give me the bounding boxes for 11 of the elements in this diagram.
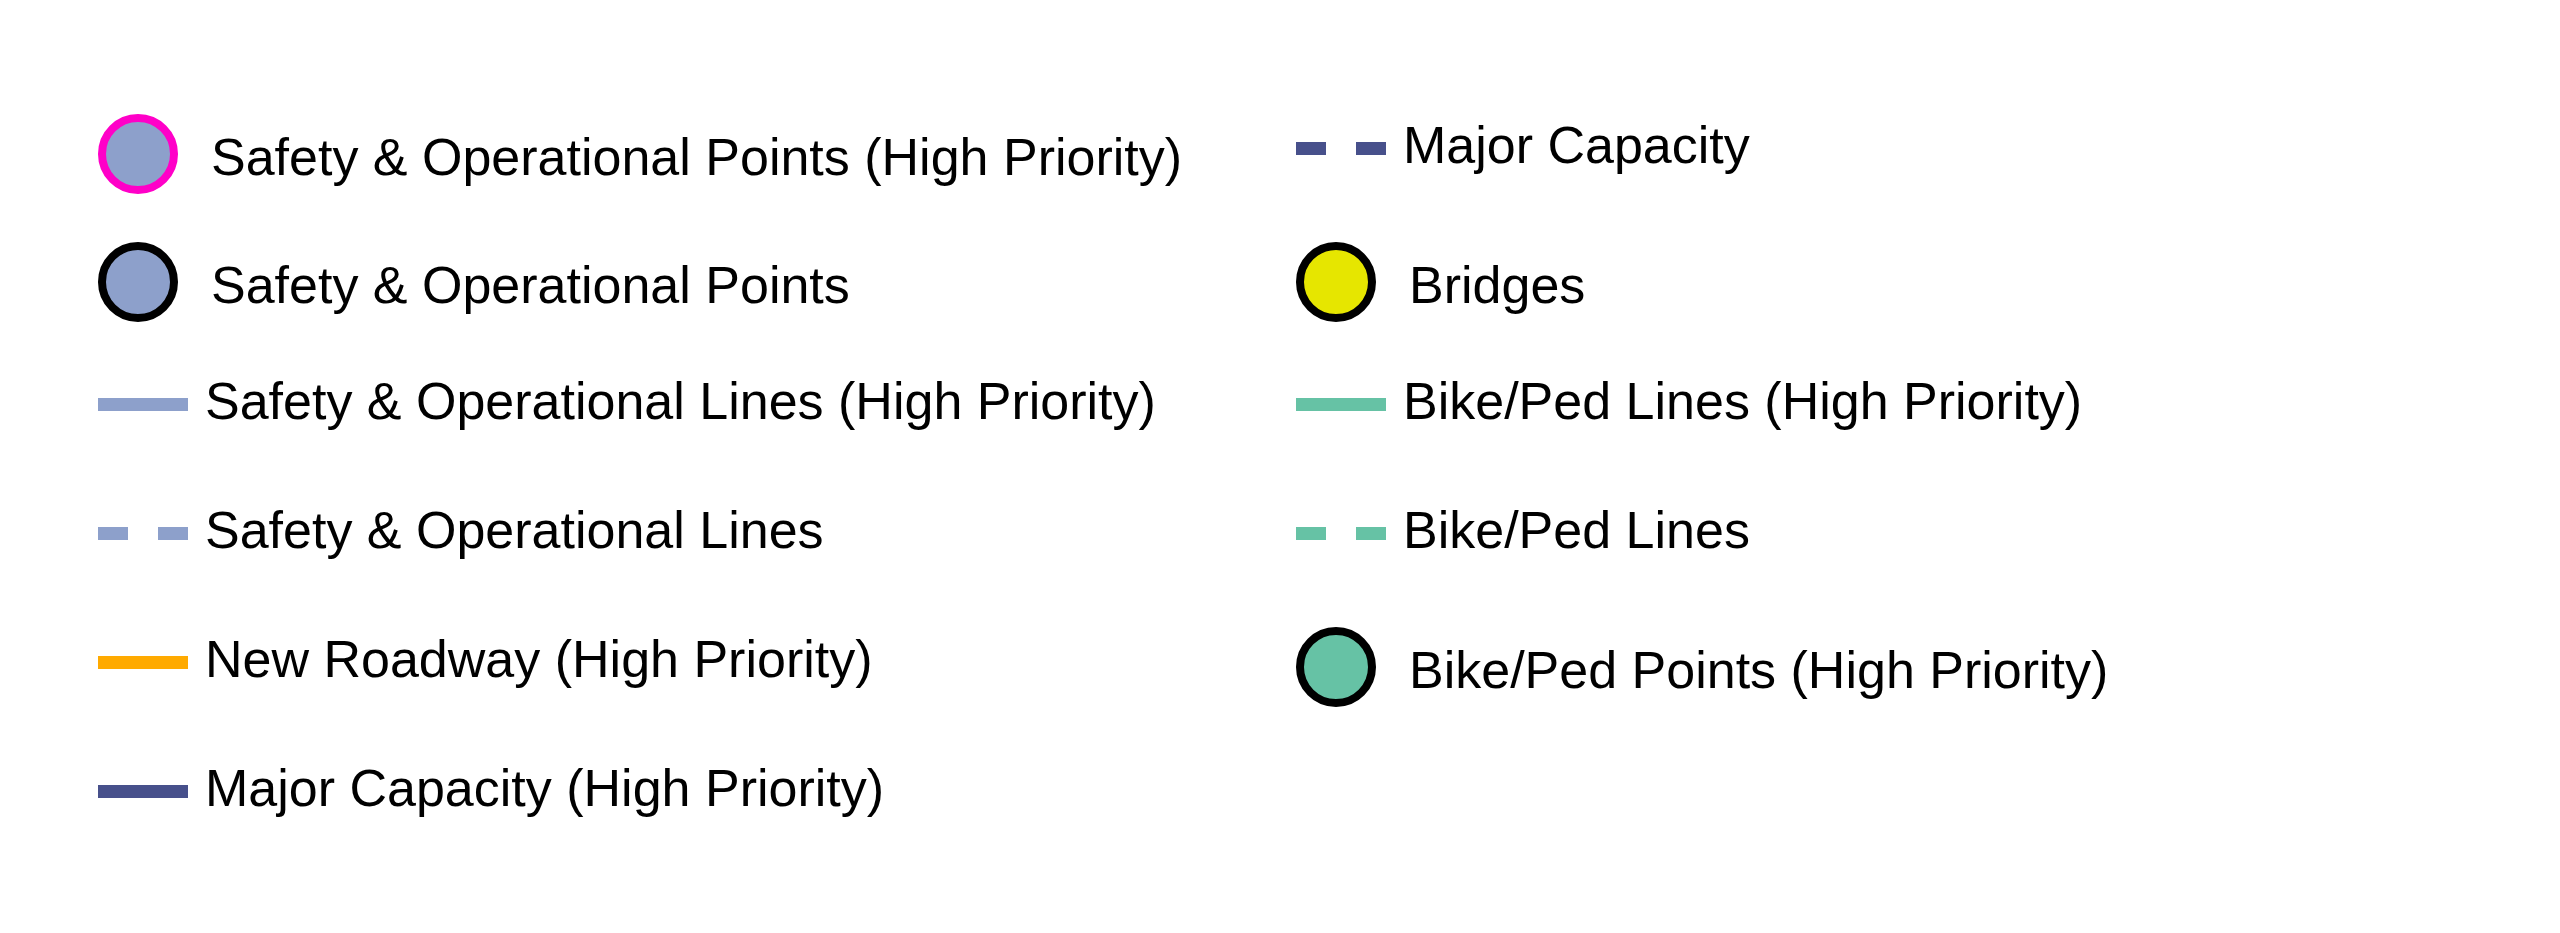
legend-label: Safety & Operational Lines <box>205 500 824 560</box>
legend-label: Bike/Ped Points (High Priority) <box>1409 640 2109 700</box>
legend-label: Safety & Operational Lines (High Priority) <box>205 371 1156 431</box>
legend-label: New Roadway (High Priority) <box>205 629 873 689</box>
legend-label: Safety & Operational Points <box>211 255 850 315</box>
legend-label: Bridges <box>1409 255 1586 315</box>
legend-label: Bike/Ped Lines (High Priority) <box>1403 371 2083 431</box>
legend-label: Bike/Ped Lines <box>1403 500 1750 560</box>
legend-label: Major Capacity <box>1403 115 1750 175</box>
legend-label: Safety & Operational Points (High Priority) <box>211 127 1183 187</box>
legend-label: Major Capacity (High Priority) <box>205 758 885 818</box>
